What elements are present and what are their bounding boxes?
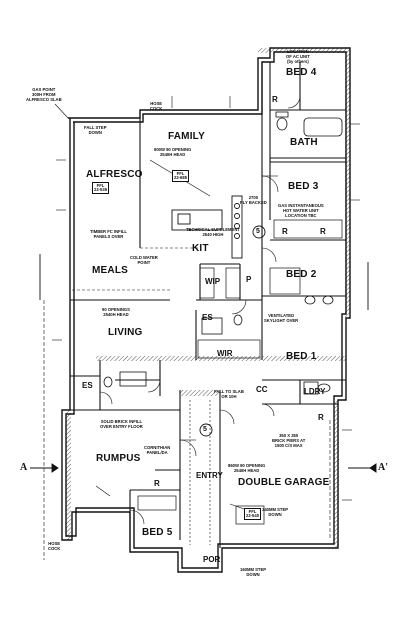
note-rumpus: SOLID BRICK INFILL OVER ENTRY FLOOR — [100, 419, 143, 429]
wardrobes — [137, 219, 343, 511]
room-label-wir: WIR — [217, 349, 233, 358]
room-label-es-lower: ES — [82, 381, 93, 390]
note-technical: TECHNICAL SUPPLEMENT 2540 HIGH — [186, 227, 240, 237]
bathroom-fixtures — [103, 111, 343, 395]
room-label-cc: CC — [256, 385, 268, 394]
room-label-bed4: BED 4 — [286, 67, 317, 78]
garage-door — [235, 505, 330, 549]
room-label-entry: ENTRY — [196, 471, 223, 480]
note-alfresco-fc: TIMBER FC INFILL PANELS OVER — [90, 229, 127, 239]
room-label-bed3: BED 3 — [288, 181, 319, 192]
circle-marker-5-upper: 5 — [256, 228, 260, 235]
section-circles — [199, 225, 266, 437]
note-cold-water: COLD WATER POINT — [130, 255, 158, 265]
robe-marker-bed5: R — [154, 479, 160, 488]
note-ac-unit: LOCATION OF AC UNIT (by others) — [286, 49, 310, 64]
note-entry-opening: 860W 90 OPENING 2540H HEAD — [228, 463, 266, 473]
door-swings — [99, 95, 301, 525]
ffl-box-family: FFL 22-685 — [172, 170, 190, 183]
robe-marker-bed4: R — [272, 95, 278, 104]
room-label-family: FAMILY — [168, 131, 205, 142]
room-label-living: LIVING — [108, 327, 143, 338]
note-brick-piers: 350 X 350 BRICK PIERS AT 1500 C/S MAX — [272, 433, 306, 448]
ffl-box-garage: FFL 22-540 — [244, 508, 262, 521]
room-label-bed5: BED 5 — [142, 527, 173, 538]
room-label-double-garage: DOUBLE GARAGE — [238, 477, 330, 488]
note-family-opening: 900W 90 OPENING 2540H HEAD — [154, 147, 192, 157]
circle-marker-5-lower: 5 — [203, 426, 207, 433]
room-label-por: POR — [203, 555, 221, 564]
room-label-meals: MEALS — [92, 265, 128, 276]
note-fall-step: FALL STEP DOWN — [84, 125, 107, 135]
room-label-bath: BATH — [290, 137, 318, 148]
room-label-kit: KIT — [192, 243, 209, 254]
note-garage-step: 340MM STEP DOWN — [262, 507, 289, 517]
note-hose-cock-left: HOSE COCK — [48, 541, 61, 551]
note-ply: 2700 PLY BACKED — [240, 195, 267, 205]
room-label-ldry: LDRY — [304, 387, 326, 396]
note-hot-water: GAS INSTANTANEOUS HOT WATER UNIT LOCATIO… — [278, 203, 324, 218]
section-arrows — [30, 254, 377, 473]
robe-marker-bed3b: R — [320, 227, 326, 236]
note-hose-cock-top: HOSE COCK — [150, 101, 163, 111]
room-label-bed2: BED 2 — [286, 269, 317, 280]
note-slab: FALL TO SLAB OR 10H — [214, 389, 244, 399]
section-marker-a: A — [20, 462, 28, 473]
room-label-wip: WIP — [205, 277, 221, 286]
robe-marker-bed3a: R — [282, 227, 288, 236]
section-marker-a-prime: A' — [378, 462, 388, 473]
wall-ticks — [52, 96, 360, 501]
room-label-alfresco: ALFRESCO — [86, 169, 143, 180]
robe-marker-garage: R — [318, 413, 324, 422]
brick-hatch — [66, 48, 350, 548]
pantry-marker: P — [246, 275, 252, 284]
detail-lines — [43, 103, 331, 560]
kitchen-fixtures — [171, 195, 243, 259]
note-por-step: 160MM STEP DOWN — [240, 567, 267, 577]
note-cornithian: CORNITHIAN PANEL/DA — [144, 445, 171, 455]
note-gas-point: GAS POINT 300H FROM ALFRESCO SLAB — [26, 87, 62, 102]
note-meals-opening: 90 OPENINGS 2540H HEAD — [102, 307, 130, 317]
ffl-box-alfresco: FFL 22-535 — [92, 182, 110, 195]
room-label-bed1: BED 1 — [286, 351, 317, 362]
room-label-rumpus: RUMPUS — [96, 453, 141, 464]
room-label-es-upper: ES — [202, 313, 213, 322]
note-ventilated-skylight: VENTILATED SKYLIGHT OVER — [264, 313, 299, 323]
